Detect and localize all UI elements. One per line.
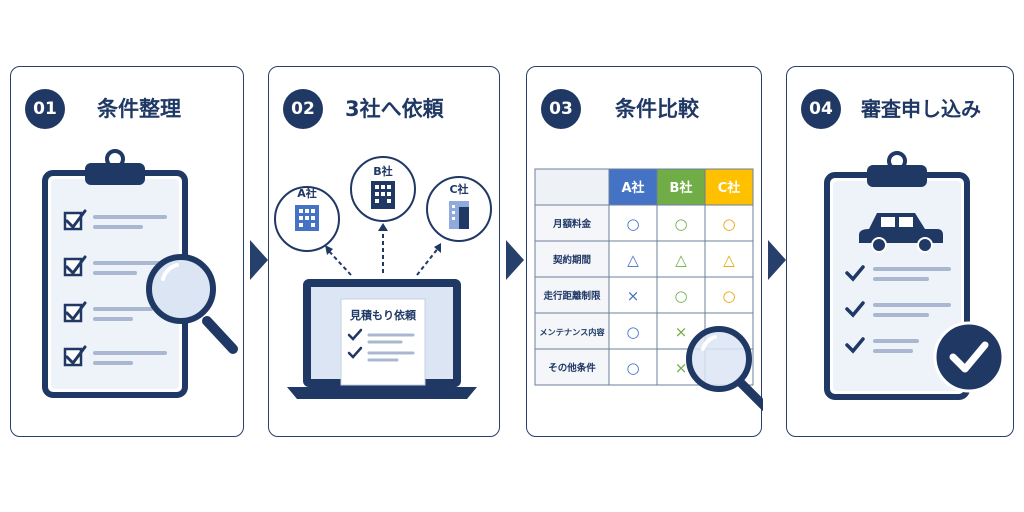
row-label-contract-period: 契約期間	[552, 254, 591, 266]
step-title-1: 条件整理	[97, 97, 181, 121]
mark-cell: ×	[627, 287, 640, 305]
request-document-title: 見積もり依頼	[349, 308, 417, 322]
check-badge-icon	[933, 321, 1005, 393]
car-icon	[859, 213, 943, 253]
mark-cell: ○	[722, 215, 735, 233]
request-illustration: A社 B社 C社	[274, 156, 492, 399]
mark-cell: △	[723, 251, 735, 269]
step-card-2: 02 3社へ依頼 A社 B社 C社	[268, 66, 500, 437]
step-card-1: 01 条件整理	[10, 66, 244, 437]
table-header-b: B社	[670, 180, 693, 196]
building-icon	[371, 181, 395, 209]
table-header-a: A社	[621, 180, 644, 196]
chevron-right-icon	[250, 240, 268, 280]
mark-cell: △	[627, 251, 639, 269]
row-label-maintenance: メンテナンス内容	[539, 327, 605, 337]
mark-cell: △	[675, 251, 687, 269]
building-icon	[449, 201, 469, 229]
mark-cell: ○	[722, 287, 735, 305]
step-number-3: 03	[541, 89, 581, 129]
mark-cell: ×	[675, 323, 688, 341]
magnifier-icon	[146, 254, 238, 354]
mark-cell: ○	[626, 359, 639, 377]
row-label-mileage-limit: 走行距離制限	[542, 290, 601, 302]
mark-cell: ×	[675, 359, 688, 377]
mark-cell: ○	[674, 287, 687, 305]
step-number-4: 04	[801, 89, 841, 129]
table-header-c: C社	[718, 180, 741, 196]
company-c-circle: C社	[426, 176, 492, 242]
row-label-other: その他条件	[548, 362, 596, 374]
step-title-2: 3社へ依頼	[345, 97, 444, 121]
company-b-label: B社	[373, 164, 392, 178]
company-a-circle: A社	[274, 186, 340, 252]
laptop-icon: 見積もり依頼	[287, 279, 477, 399]
chevron-right-icon	[768, 240, 786, 280]
company-c-label: C社	[449, 182, 468, 196]
company-a-label: A社	[297, 186, 317, 200]
step-card-3: 03 条件比較 A社 B社 C社 月額料金 契約期間 走行距離制限 メンテナンス…	[526, 66, 763, 437]
clipboard-icon	[824, 151, 970, 400]
clipboard-icon	[42, 149, 188, 398]
mark-cell: ○	[626, 323, 639, 341]
step-number-1: 01	[25, 89, 65, 129]
mark-cell: ○	[674, 215, 687, 233]
step-title-4: 審査申し込み	[861, 97, 981, 121]
building-icon	[295, 205, 319, 231]
magnifier-icon	[686, 326, 763, 412]
chevron-right-icon	[506, 240, 524, 280]
row-label-monthly-fee: 月額料金	[552, 218, 592, 230]
comparison-table: A社 B社 C社 月額料金 契約期間 走行距離制限 メンテナンス内容 その他条件…	[534, 168, 763, 412]
mark-cell: ○	[626, 215, 639, 233]
company-b-circle: B社	[350, 156, 416, 222]
step-card-4: 04 審査申し込み	[786, 66, 1014, 437]
step-title-3: 条件比較	[615, 97, 699, 121]
step-number-2: 02	[283, 89, 323, 129]
